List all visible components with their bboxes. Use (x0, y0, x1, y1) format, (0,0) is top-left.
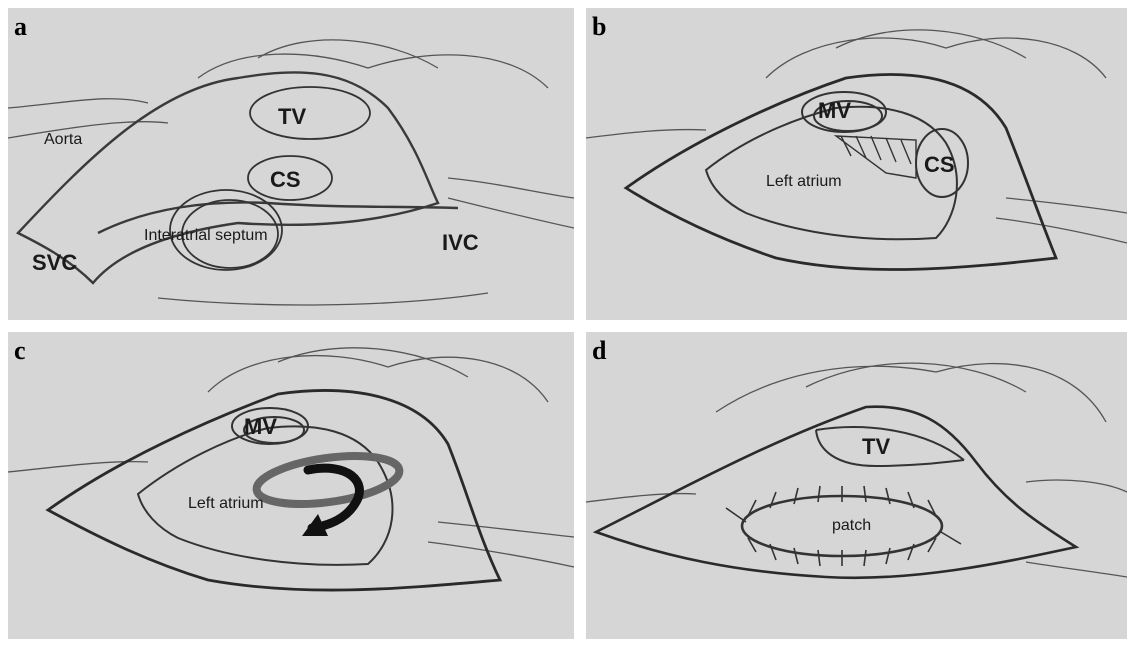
aorta-label: Aorta (44, 132, 82, 148)
left-atrium-label: Left atrium (188, 496, 264, 512)
panel-d-drawing (586, 332, 1127, 639)
panel-d: d TV patch (586, 332, 1127, 639)
panel-letter: d (592, 338, 606, 364)
panel-letter: a (14, 14, 27, 40)
ivc-label: IVC (442, 232, 479, 254)
tricuspid-valve-label: TV (278, 106, 306, 128)
interatrial-septum-label: Interatrial septum (144, 228, 268, 244)
panel-letter: b (592, 14, 606, 40)
coronary-sinus-label: CS (270, 169, 301, 191)
panel-c: c MV Left atrium (8, 332, 574, 639)
panel-b: b MV CS Left atrium (586, 8, 1127, 320)
mitral-valve-label: MV (244, 416, 277, 438)
panel-c-drawing (8, 332, 574, 639)
left-atrium-label: Left atrium (766, 174, 842, 190)
patch-label: patch (832, 518, 871, 534)
mitral-valve-label: MV (818, 100, 851, 122)
panel-a: a TV Aorta CS Interatrial septum SVC IVC (8, 8, 574, 320)
panel-a-drawing (8, 8, 574, 320)
svc-label: SVC (32, 252, 77, 274)
tricuspid-valve-label: TV (862, 436, 890, 458)
panel-letter: c (14, 338, 26, 364)
coronary-sinus-label: CS (924, 154, 955, 176)
panel-b-drawing (586, 8, 1127, 320)
